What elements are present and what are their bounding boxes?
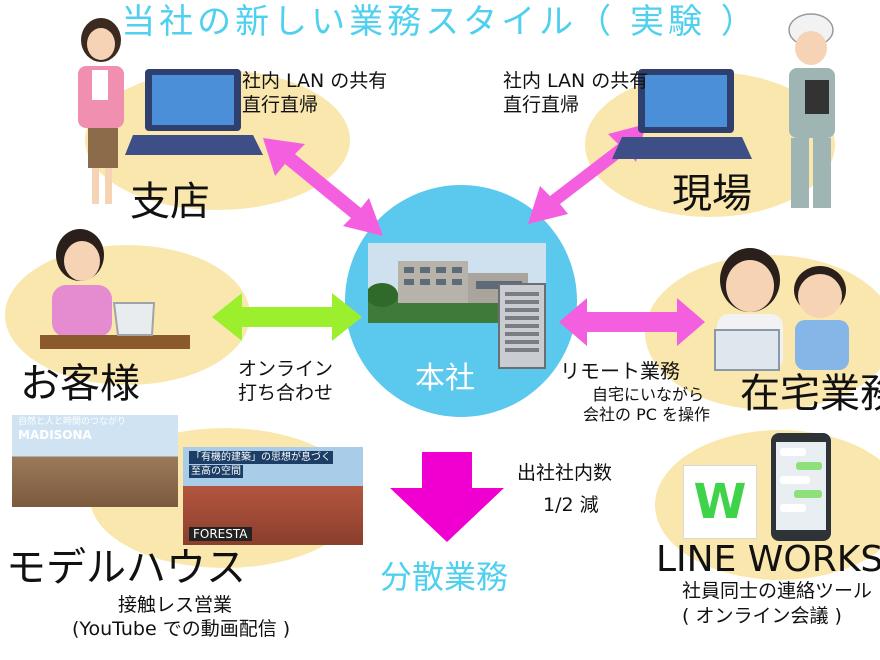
home-arrow [559, 298, 705, 346]
branch-label: 支店 [130, 179, 210, 225]
model-house-photo-foresta: 「有機的建築」の思想が息づく 至高の空間 FORESTA [183, 447, 363, 545]
site-note-line2: 直行直帰 [503, 94, 580, 116]
headquarters-label: 本社 [415, 361, 475, 396]
site-label: 現場 [672, 171, 752, 217]
photo2-caption-line1: 「有機的建築」の思想が息づく [189, 451, 333, 464]
model-house-note-line1: 接触レス営業 [118, 594, 233, 616]
photo1-caption: 自然と人と時間のつながり [18, 417, 127, 427]
distributed-note-line2: 1/2 減 [543, 494, 599, 516]
line-works-label: LINE WORKS [656, 539, 880, 580]
model-house-note-line2: (YouTube での動画配信 ) [72, 618, 291, 640]
line-works-note-line1: 社員同士の連絡ツール [682, 580, 873, 602]
page-title: 当社の新しい業務スタイル（ 実験 ） [121, 2, 759, 42]
customer-label: お客様 [20, 361, 140, 407]
home-label: 在宅業務 [740, 371, 880, 417]
distributed-note-line1: 出社社内数 [517, 462, 613, 484]
home-worker-family-illustration [714, 248, 849, 371]
laptop-icon [612, 69, 752, 159]
customer-note-line2: 打ち合わせ [238, 382, 334, 404]
branch-arrow [263, 138, 383, 236]
branch-note-line1: 社内 LAN の共有 [242, 70, 388, 92]
model-house-photo-madisona: 自然と人と時間のつながり MADISONA [12, 415, 178, 507]
laptop-icon [125, 69, 263, 155]
photo2-caption-line2: 至高の空間 [189, 465, 243, 478]
line-works-logo-letter: W [693, 474, 747, 530]
site-arrow [528, 124, 646, 224]
photo1-name: MADISONA [18, 428, 92, 442]
site-note-line1: 社内 LAN の共有 [503, 70, 649, 92]
distributed-down-arrow [390, 452, 504, 542]
branch-note-line2: 直行直帰 [242, 94, 319, 116]
distributed-label: 分散業務 [380, 558, 509, 596]
line-works-logo: W [683, 465, 757, 539]
home-note-title: リモート業務 [560, 359, 680, 383]
server-icon [498, 283, 546, 369]
photo2-name: FORESTA [189, 527, 252, 541]
smartphone-chat-icon [771, 433, 831, 541]
customer-note-line1: オンライン [238, 358, 334, 380]
home-note-line1: 自宅にいながら [592, 385, 705, 404]
model-house-label: モデルハウス [6, 545, 246, 591]
office-woman-illustration [78, 18, 124, 204]
customer-woman-illustration [40, 229, 190, 349]
customer-arrow [212, 293, 362, 341]
home-note-line2: 会社の PC を操作 [583, 405, 710, 424]
construction-worker-illustration [788, 13, 835, 208]
line-works-note-line2: ( オンライン会議 ) [682, 605, 842, 627]
